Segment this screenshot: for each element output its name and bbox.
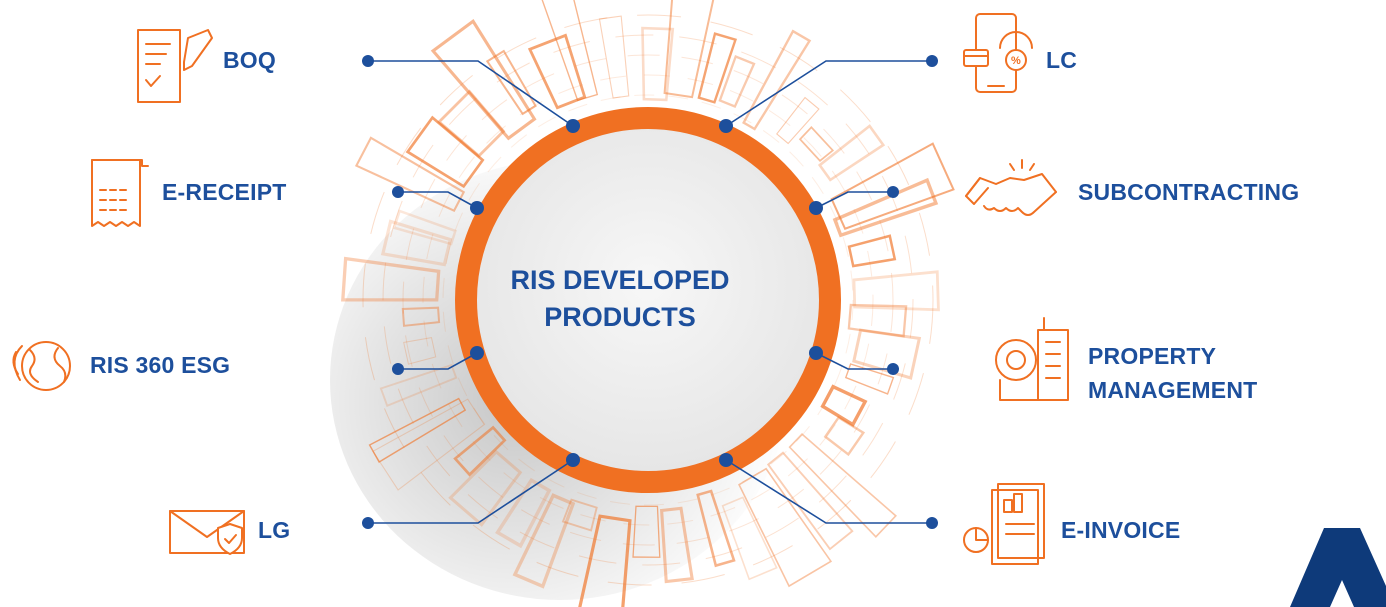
decorative-ray (527, 33, 587, 110)
dot-property-outer (887, 363, 899, 375)
decorative-ray (823, 415, 866, 457)
svg-text:%: % (1011, 55, 1021, 67)
decorative-ray (847, 303, 908, 338)
connector-e-receipt (398, 191, 478, 209)
decorative-ray (453, 425, 507, 477)
decorative-arc (422, 74, 874, 526)
decorative-ray (341, 256, 441, 302)
dot-subcontracting-ring (809, 201, 823, 215)
connector-ris-360-esg (398, 352, 478, 370)
center-title: RIS DEVELOPED PRODUCTS (470, 262, 770, 336)
mobile-payment-icon: % (963, 13, 1033, 93)
label-e-receipt: E-RECEIPT (162, 179, 287, 205)
decorative-ray (696, 489, 736, 568)
decorative-ray (512, 493, 576, 589)
decorative-ray (641, 26, 675, 102)
decorative-ray (852, 270, 940, 312)
decorative-ray (541, 0, 599, 102)
decorative-ray (742, 29, 812, 131)
dot-esg-outer (392, 363, 404, 375)
decorative-ray (379, 363, 458, 407)
decorative-ray (697, 32, 738, 104)
label-boq: BOQ (223, 47, 276, 73)
orange-ring (455, 107, 841, 493)
decorative-ray (766, 451, 854, 551)
label-subcontracting: SUBCONTRACTING (1078, 179, 1300, 205)
decorative-ray (405, 115, 485, 189)
decorative-ray (718, 54, 756, 108)
center-title-line1: RIS DEVELOPED (510, 265, 730, 295)
connector-lc (725, 60, 932, 127)
decorative-ray (788, 433, 897, 538)
decorative-ray (820, 384, 868, 427)
decorative-arc (442, 94, 854, 506)
dot-esg-ring (470, 346, 484, 360)
center-title-line2: PRODUCTS (544, 302, 696, 332)
dot-lg-ring (566, 453, 580, 467)
building-gear-icon (995, 317, 1069, 401)
decorative-ray (485, 49, 537, 116)
decorative-ray (817, 124, 886, 182)
connector-lg (368, 459, 574, 524)
decorative-ray (392, 209, 457, 246)
brand-logo-icon (1290, 528, 1386, 607)
decorative-ray (448, 449, 523, 527)
dot-lc-outer (926, 55, 938, 67)
label-property-line1: PROPERTY (1088, 343, 1217, 369)
dot-lc-ring (719, 119, 733, 133)
decorative-ray (830, 142, 955, 230)
decorative-ray (403, 337, 437, 365)
contract-icon (137, 29, 213, 103)
dot-boq-outer (362, 55, 374, 67)
connector-boq (368, 60, 574, 127)
decorative-arc (382, 34, 914, 566)
connector-property-management (815, 352, 893, 370)
report-chart-icon (963, 483, 1045, 565)
connector-dots (362, 55, 938, 529)
dot-e-receipt-ring (470, 201, 484, 215)
decorative-rays (341, 0, 955, 607)
dot-boq-ring (566, 119, 580, 133)
label-lc: LC (1046, 47, 1078, 73)
envelope-shield-icon (169, 510, 245, 555)
decorative-ray (561, 498, 598, 532)
decorative-ray (430, 19, 537, 141)
decorative-ray (659, 506, 694, 584)
center-disc (476, 128, 820, 472)
decorative-arc (402, 54, 894, 546)
dot-property-ring (809, 346, 823, 360)
dot-e-invoice-ring (719, 453, 733, 467)
dot-subcontracting-outer (887, 186, 899, 198)
dot-e-receipt-outer (392, 186, 404, 198)
label-lg: LG (258, 517, 291, 543)
decorative-ray (844, 363, 895, 395)
decorative-ray (721, 496, 778, 581)
decorative-ray (852, 328, 922, 380)
decorative-ray (632, 505, 661, 558)
decorative-ray (847, 234, 897, 268)
decorative-ray (663, 0, 715, 99)
label-ris-360-esg: RIS 360 ESG (90, 352, 231, 378)
globe-leaf-icon (12, 341, 71, 391)
decorative-ray (598, 15, 630, 99)
decorative-arc (362, 14, 934, 586)
decorative-ray (798, 126, 835, 162)
decorative-ray (776, 96, 820, 145)
receipt-icon (91, 159, 149, 227)
dot-e-invoice-outer (926, 517, 938, 529)
decorative-ray (368, 397, 467, 463)
connector-e-invoice (725, 459, 932, 524)
decorative-ray (380, 219, 453, 267)
connector-lines (368, 60, 932, 524)
decorative-ray (738, 467, 833, 588)
label-e-invoice: E-INVOICE (1061, 517, 1181, 543)
handshake-icon (965, 159, 1057, 216)
label-property-line2: MANAGEMENT (1088, 377, 1258, 403)
decorative-ray (578, 514, 632, 607)
connector-subcontracting (815, 191, 893, 209)
dot-lg-outer (362, 517, 374, 529)
decorative-ray (401, 306, 441, 327)
decorative-ray (437, 89, 506, 158)
